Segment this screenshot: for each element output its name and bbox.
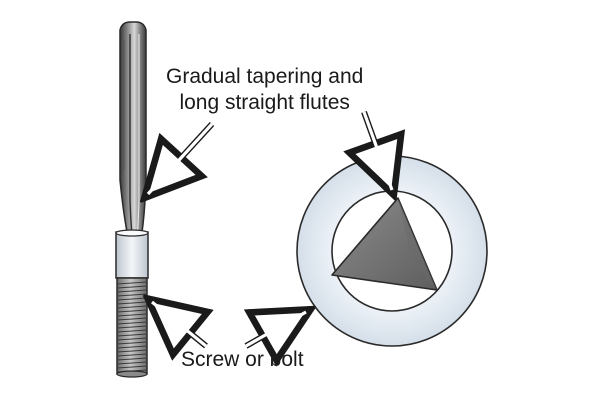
screw-label: Screw or bolt bbox=[181, 348, 304, 371]
arrow-flutes-to-end-view bbox=[364, 110, 392, 190]
bolt-thread-line bbox=[116, 305, 148, 309]
bolt-thread-line bbox=[116, 353, 148, 357]
bolt-thread-line bbox=[116, 333, 148, 337]
bolt-thread-line bbox=[116, 313, 148, 317]
screw-extractor-icon bbox=[119, 21, 147, 264]
bolt-thread-line bbox=[116, 321, 148, 325]
arrow-screw-to-bolt bbox=[152, 302, 206, 346]
bolt-thread-line bbox=[116, 361, 148, 365]
flutes-label-line2: long straight flutes bbox=[179, 91, 350, 114]
bolt-thread-line bbox=[116, 309, 148, 313]
flutes-label-line1: Gradual tapering and bbox=[166, 65, 364, 88]
bolt-thread-line bbox=[116, 349, 148, 353]
bolt-thread-line bbox=[116, 297, 148, 301]
arrow-screw-to-ring bbox=[246, 312, 306, 346]
bolt-icon bbox=[115, 229, 149, 378]
bolt-thread-line bbox=[116, 341, 148, 345]
flutes-label: Gradual tapering and long straight flute… bbox=[166, 64, 363, 116]
bolt-thread-line bbox=[116, 289, 148, 293]
bolt-thread-line bbox=[116, 293, 148, 297]
bolt-thread-line bbox=[116, 317, 148, 321]
bolt-thread-line bbox=[116, 301, 148, 305]
bolt-thread-line bbox=[116, 281, 148, 285]
bolt-thread-line bbox=[116, 345, 148, 349]
bolt-thread-line bbox=[116, 365, 148, 369]
bolt-end-view-icon bbox=[296, 155, 488, 347]
bolt-thread-line bbox=[116, 285, 148, 289]
bolt-thread-line bbox=[116, 337, 148, 341]
bolt-thread-line bbox=[116, 329, 148, 333]
bolt-thread-line bbox=[116, 325, 148, 329]
bolt-thread-line bbox=[116, 357, 148, 361]
arrow-flutes-to-extractor bbox=[148, 121, 215, 194]
